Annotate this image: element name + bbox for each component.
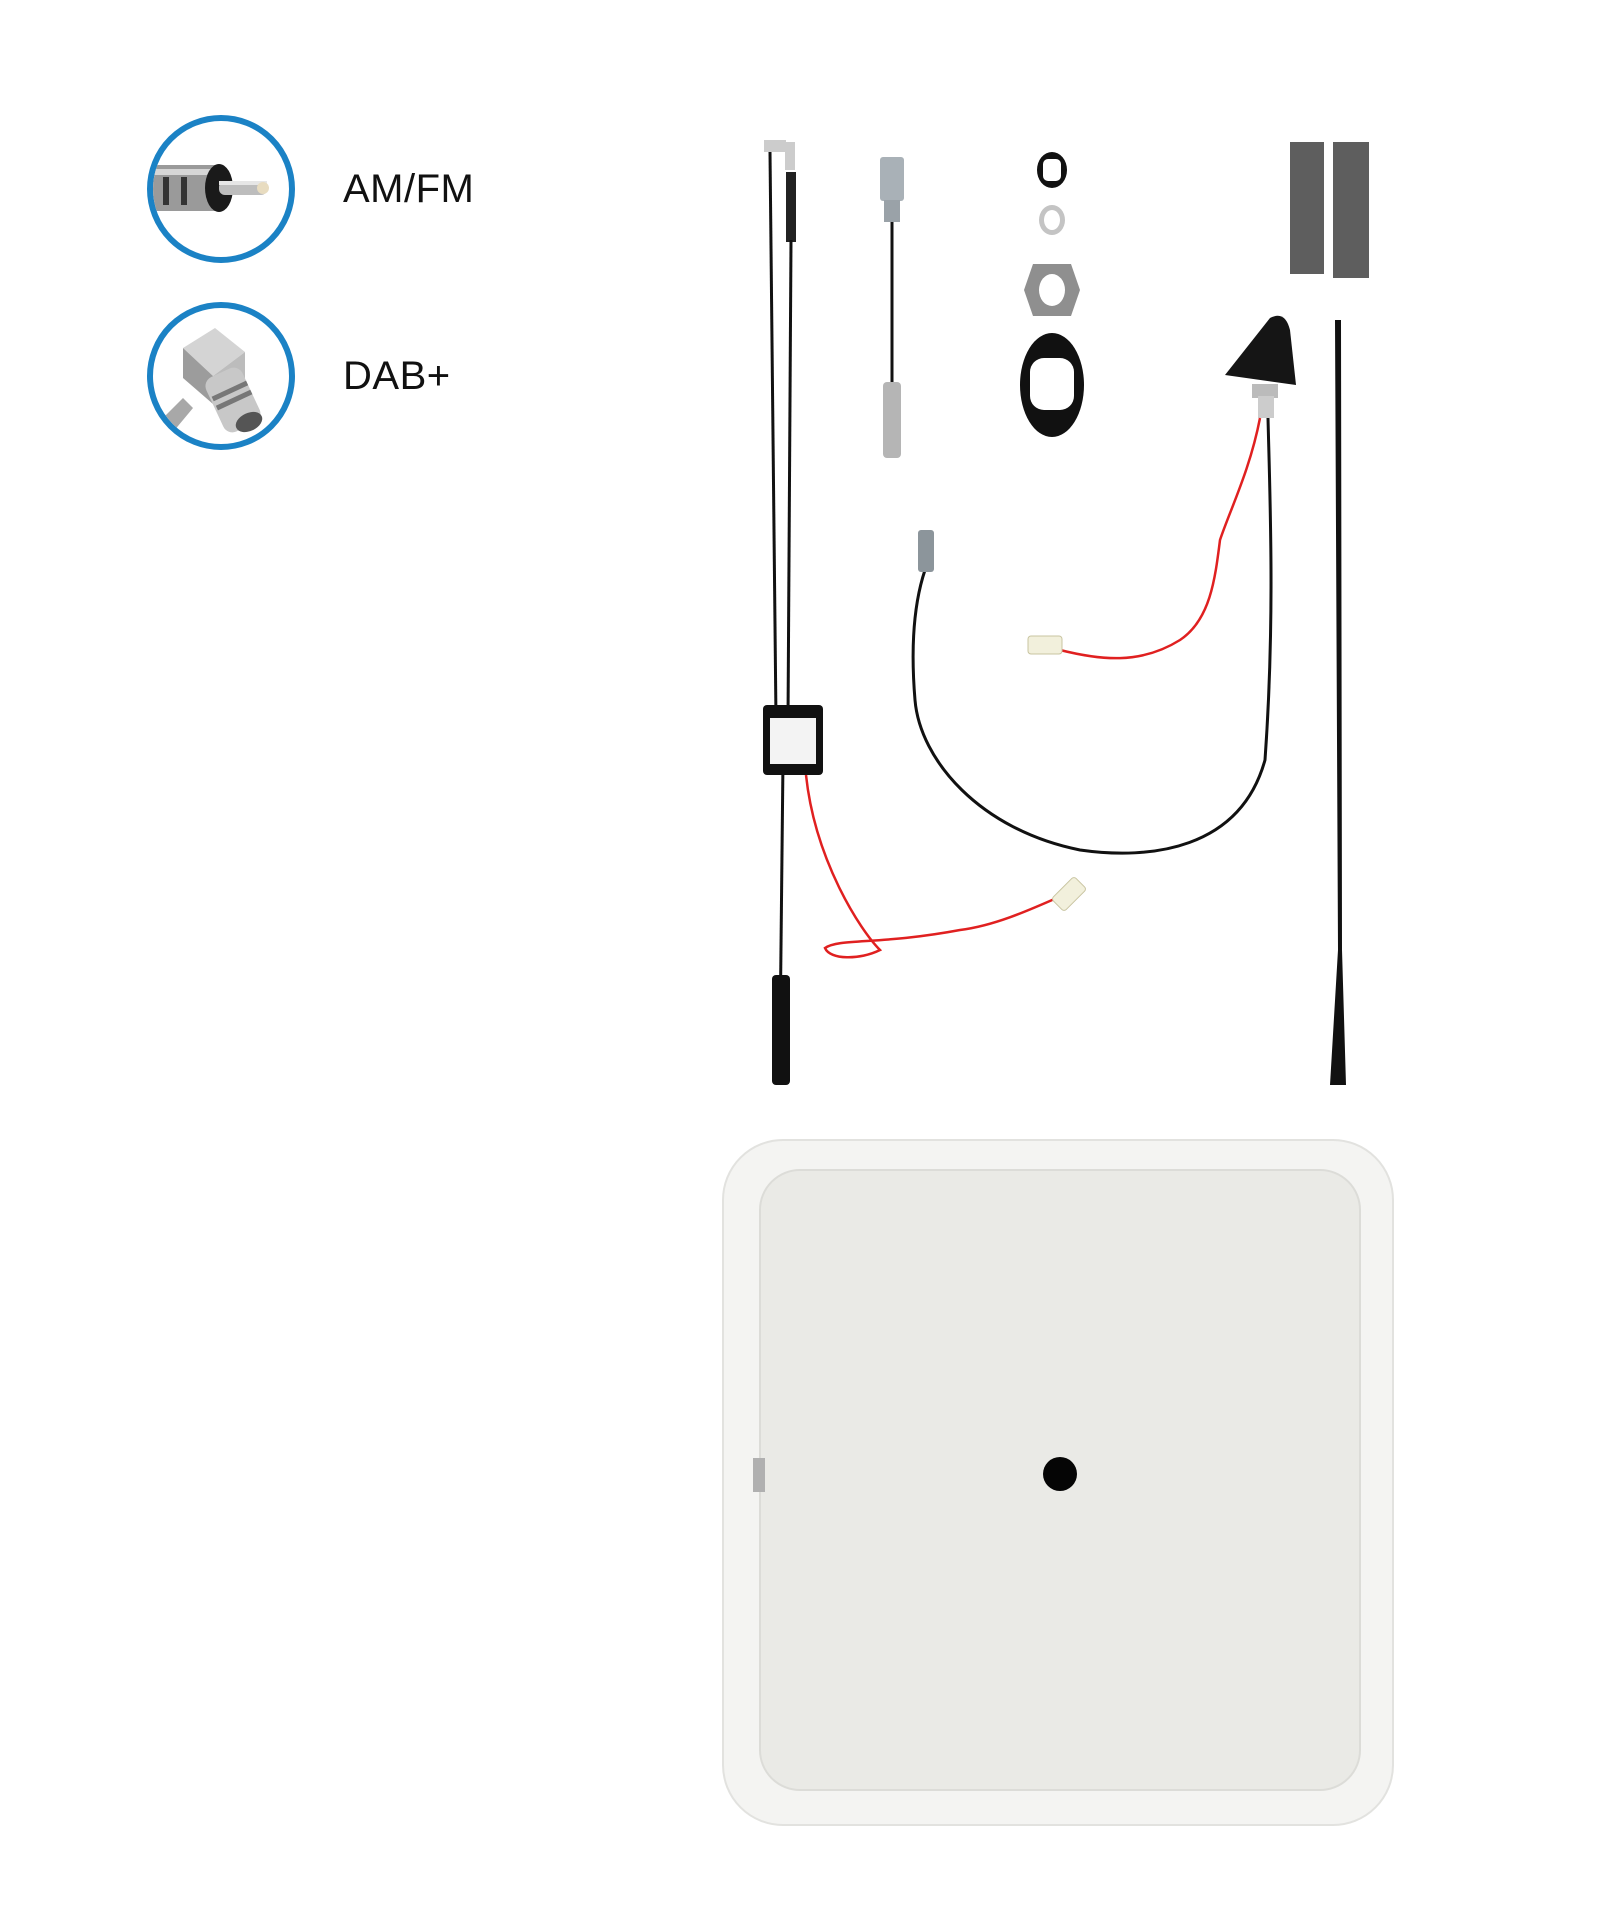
- legend-dab: DAB+: [147, 302, 451, 450]
- power-wire-base: [1059, 417, 1262, 660]
- mounting-plate: [722, 1139, 1394, 1826]
- smb-connector-icon: [147, 302, 295, 450]
- mounting-hole: [1043, 1457, 1077, 1491]
- amplifier-module: [763, 705, 823, 775]
- whip-mast: [1330, 320, 1346, 1085]
- legend-label-am-fm: AM/FM: [343, 166, 475, 211]
- din-plug-icon: [147, 115, 295, 263]
- legend-am-fm: AM/FM: [147, 115, 474, 263]
- power-connector-base: [1027, 635, 1063, 655]
- adapter-cable: [880, 157, 904, 458]
- plate-connector: [753, 1458, 765, 1492]
- foam-pads: [1290, 142, 1369, 278]
- power-wire-module: [804, 774, 1076, 959]
- coax-connector: [918, 530, 934, 572]
- power-connector: [1052, 877, 1086, 911]
- mounting-hardware: [1020, 152, 1084, 437]
- coax-cable: [911, 417, 1273, 855]
- roof-antenna-base: [1225, 315, 1296, 418]
- legend-label-dab: DAB+: [343, 353, 451, 398]
- splitter-cable: [764, 140, 796, 1085]
